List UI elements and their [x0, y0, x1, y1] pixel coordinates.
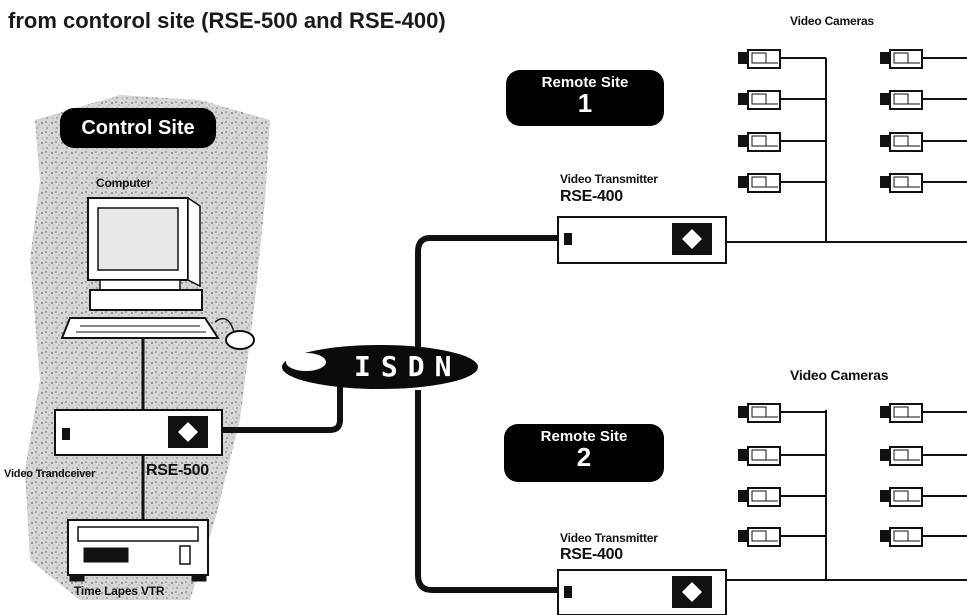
transceiver-label: Video Trandceiver [4, 468, 96, 480]
video-transmitter-2-icon [557, 569, 727, 615]
video-camera-icon [737, 446, 781, 466]
transceiver-model: RSE-500 [146, 462, 209, 479]
video-camera-icon [737, 487, 781, 507]
video-transmitter-1-icon [557, 216, 727, 264]
video-camera-icon [879, 90, 923, 110]
computer-icon [60, 196, 255, 350]
remote-site-2-badge-title: Remote Site [540, 428, 628, 445]
transmitter-1-model: RSE-400 [560, 188, 623, 205]
transmitter-2-model: RSE-400 [560, 546, 623, 563]
video-camera-icon [879, 487, 923, 507]
computer-label: Computer [96, 176, 152, 190]
camera-icons-site-2 [737, 403, 923, 547]
video-camera-icon [879, 403, 923, 423]
video-transceiver-icon [54, 409, 223, 456]
video-camera-icon [879, 49, 923, 69]
remote-site-2-badge-number: 2 [576, 442, 592, 472]
remote-site-1-badge-number: 1 [577, 88, 593, 118]
vtr-icon [67, 519, 209, 582]
diagram-heading: from contorol site (RSE-500 and RSE-400) [8, 8, 446, 33]
video-camera-icon [737, 132, 781, 152]
isdn-network-icon [282, 345, 478, 389]
isdn-label: ISDN [354, 350, 462, 383]
control-site-badge: Control Site [60, 108, 216, 148]
video-camera-icon [879, 527, 923, 547]
video-camera-icon [737, 173, 781, 193]
transmitter-1-label: Video Transmitter [560, 172, 658, 186]
video-camera-icon [879, 132, 923, 152]
vtr-label: Time Lapes VTR [74, 584, 165, 598]
cameras-2-label: Video Cameras [790, 367, 889, 383]
remote-site-1-badge: Remote Site 1 [506, 70, 664, 126]
transmitter-2-label: Video Transmitter [560, 531, 658, 545]
video-camera-icon [737, 527, 781, 547]
control-site-background [25, 95, 270, 600]
video-camera-icon [737, 403, 781, 423]
remote-site-1-badge-title: Remote Site [541, 74, 629, 91]
camera-wires [780, 57, 967, 537]
video-camera-icon [737, 49, 781, 69]
video-camera-icon [879, 446, 923, 466]
video-camera-icon [737, 90, 781, 110]
camera-icons-site-1 [737, 49, 923, 193]
remote-site-2-badge: Remote Site 2 [504, 424, 664, 482]
cameras-1-label: Video Cameras [790, 14, 874, 28]
video-camera-icon [879, 173, 923, 193]
